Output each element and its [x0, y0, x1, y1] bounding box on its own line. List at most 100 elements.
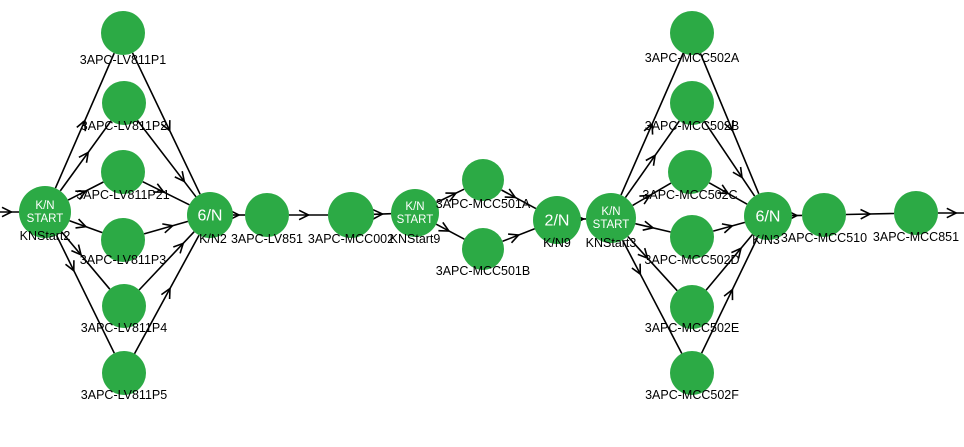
edge-p1-kn2 — [131, 52, 201, 195]
node-lv851[interactable] — [245, 193, 289, 237]
arrowhead-icon — [723, 287, 734, 301]
node-text: 6/N — [198, 208, 223, 225]
arrowhead-icon — [642, 220, 655, 231]
arrowhead-icon — [724, 120, 734, 133]
edge-start2-p2 — [59, 120, 112, 192]
arrowhead-icon — [78, 150, 90, 163]
edge-p21-kn2 — [142, 180, 190, 206]
node-circle[interactable] — [670, 81, 714, 125]
arrowhead-icon — [173, 242, 185, 254]
node-text: START — [27, 213, 64, 225]
node-d[interactable] — [670, 215, 714, 259]
node-circle[interactable] — [670, 215, 714, 259]
edge-start2-p4 — [61, 231, 111, 290]
node-circle[interactable] — [802, 193, 846, 237]
label-start2: KNStart2 — [20, 229, 71, 243]
edge-d-kn3 — [712, 221, 746, 234]
node-kn3[interactable]: 6/N — [744, 192, 792, 240]
edge-start9-m501a — [436, 188, 465, 204]
node-e[interactable] — [670, 285, 714, 329]
edge-start3-b — [624, 120, 680, 199]
node-circle[interactable] — [462, 228, 504, 270]
node-m851[interactable] — [894, 191, 938, 235]
arrowhead-icon — [639, 194, 652, 205]
node-m501a[interactable] — [462, 159, 504, 201]
node-circle[interactable] — [533, 196, 581, 244]
node-mcc002[interactable] — [328, 192, 374, 238]
node-text: START — [397, 214, 434, 226]
node-a[interactable] — [670, 11, 714, 55]
node-text: K/N — [405, 201, 424, 213]
node-circle[interactable] — [391, 189, 439, 237]
node-circle[interactable] — [668, 150, 712, 194]
node-circle[interactable] — [102, 81, 146, 125]
edge-m501a-kn9 — [501, 188, 537, 210]
edge-start3-d — [635, 220, 671, 233]
node-m510[interactable] — [802, 193, 846, 237]
node-circle[interactable] — [670, 285, 714, 329]
node-circle[interactable] — [101, 218, 145, 262]
arrowhead-icon — [946, 207, 958, 219]
arrowhead-icon — [445, 192, 458, 202]
node-p21[interactable] — [101, 150, 145, 194]
node-circle[interactable] — [328, 192, 374, 238]
arrowhead-icon — [372, 208, 385, 220]
node-circle[interactable] — [670, 351, 714, 395]
label-p5: 3APC-LV811P5 — [81, 388, 167, 402]
node-circle[interactable] — [102, 351, 146, 395]
edge-p3-kn2 — [143, 220, 189, 235]
edge-m510-m851 — [845, 208, 895, 220]
label-m851: 3APC-MCC851 — [873, 230, 959, 244]
arrowhead-icon — [438, 221, 451, 232]
node-circle[interactable] — [245, 193, 289, 237]
node-circle[interactable] — [670, 11, 714, 55]
arrowhead-icon — [153, 183, 166, 193]
edge-start2-p5 — [55, 234, 116, 354]
node-circle[interactable] — [19, 186, 71, 238]
edge-lv851-mcc002 — [289, 209, 328, 221]
node-kn2[interactable]: 6/N — [187, 192, 233, 238]
edge-start3-e — [627, 235, 678, 292]
node-p3[interactable] — [101, 218, 145, 262]
node-m501b[interactable] — [462, 228, 504, 270]
node-circle[interactable] — [744, 192, 792, 240]
node-text: K/N — [35, 200, 54, 212]
node-circle[interactable] — [894, 191, 938, 235]
node-p1[interactable] — [101, 11, 145, 55]
arrowhead-icon — [76, 119, 87, 132]
arrowhead-icon — [1, 206, 14, 218]
label-start3: KNStart3 — [586, 236, 637, 250]
label-m510: 3APC-MCC510 — [781, 231, 867, 245]
label-kn9: K/N9 — [543, 236, 571, 250]
node-kn9[interactable]: 2/N — [533, 196, 581, 244]
node-circle[interactable] — [102, 284, 146, 328]
node-text: 6/N — [756, 209, 781, 226]
node-circle[interactable] — [586, 193, 636, 243]
node-b[interactable] — [670, 81, 714, 125]
arrowhead-icon — [643, 122, 654, 135]
node-circle[interactable] — [101, 11, 145, 55]
node-p5[interactable] — [102, 351, 146, 395]
node-circle[interactable] — [101, 150, 145, 194]
node-circle[interactable] — [462, 159, 504, 201]
node-f[interactable] — [670, 351, 714, 395]
label-start9: KNStart9 — [390, 232, 441, 246]
arrowhead-icon — [717, 184, 730, 195]
node-p2[interactable] — [102, 81, 146, 125]
node-text: START — [593, 219, 630, 231]
label-c: 3APC-MCC502C — [642, 188, 737, 202]
node-p4[interactable] — [102, 284, 146, 328]
label-kn3: K/N3 — [752, 233, 780, 247]
edge-e-kn3 — [705, 233, 754, 291]
arrowhead-icon — [174, 171, 186, 183]
arrowhead-icon — [71, 244, 83, 257]
node-circle[interactable] — [187, 192, 233, 238]
label-p2: 3APC-LV811P2 — [81, 119, 167, 133]
label-b: 3APC-MCC502B — [645, 119, 739, 133]
node-c[interactable] — [668, 150, 712, 194]
arrowhead-icon — [721, 223, 734, 234]
